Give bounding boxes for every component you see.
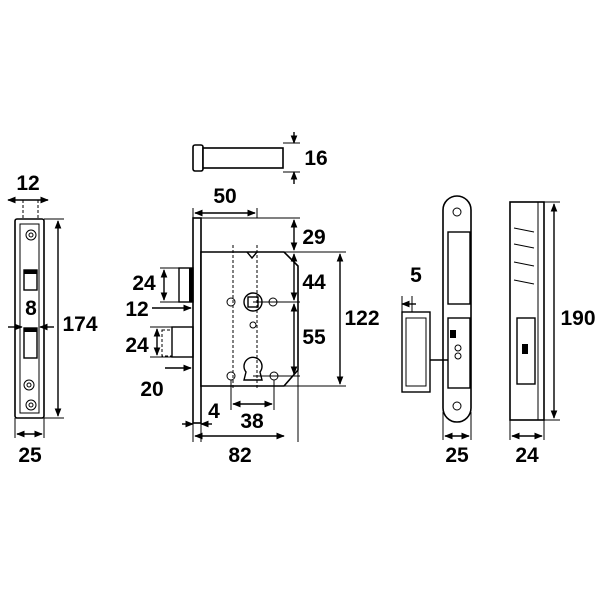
dim-faceplate-slot: 8 — [25, 297, 37, 320]
dim-strike-pin: 16 — [304, 147, 327, 170]
dim-keep-height: 190 — [560, 307, 595, 330]
keep-side-view — [509, 201, 560, 440]
dim-latch-height: 24 — [132, 272, 156, 295]
dim-top-to-spindle: 29 — [302, 226, 325, 249]
dim-faceplate-backset: 12 — [16, 172, 39, 195]
dim-latch-offset: 12 — [125, 298, 148, 321]
dim-centre-distance: 55 — [302, 326, 326, 349]
dim-spindle-to-hole: 44 — [302, 271, 326, 294]
dim-keep-width: 25 — [445, 444, 469, 467]
dim-keep-depth: 24 — [515, 444, 539, 467]
keep-view — [401, 195, 472, 440]
dim-cylinder-width: 38 — [240, 410, 264, 433]
faceplate-front-view — [7, 196, 64, 438]
dim-case-depth: 82 — [228, 444, 251, 467]
dim-bolt-height: 24 — [125, 334, 149, 357]
dim-forend-thickness: 4 — [208, 400, 220, 423]
strike-pin — [192, 132, 300, 184]
dim-case-height: 122 — [344, 307, 379, 330]
lock-case-view — [150, 208, 346, 442]
dim-keep-projection: 5 — [410, 264, 422, 287]
dim-faceplate-width: 25 — [18, 444, 42, 467]
dim-backset: 50 — [213, 185, 236, 208]
dim-bolt-offset: 20 — [140, 378, 163, 401]
dim-faceplate-height: 174 — [62, 313, 97, 336]
